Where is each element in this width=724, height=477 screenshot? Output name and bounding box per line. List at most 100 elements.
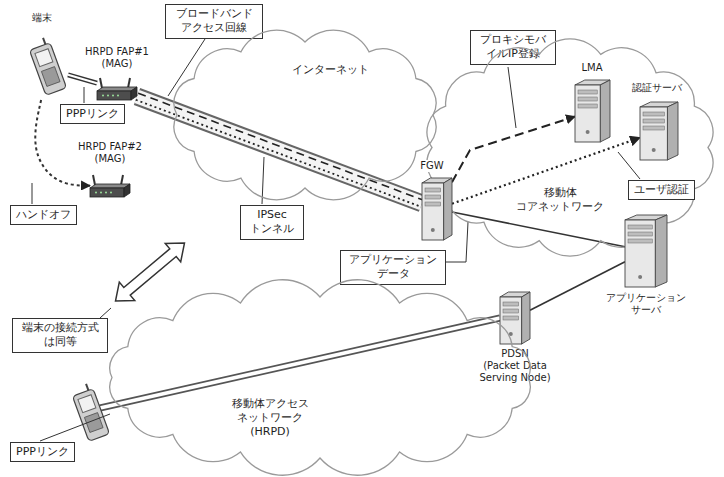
server-side xyxy=(522,292,530,344)
phone-screen xyxy=(35,49,53,67)
node-label: 端末 xyxy=(31,12,53,24)
router-led xyxy=(105,192,107,194)
node-text: 認証サーバ xyxy=(632,82,682,94)
node-text: アプリケーション サーバ xyxy=(596,292,696,316)
server-node: 認証サーバ xyxy=(640,102,678,160)
node-label: HRPD FAP#1 (MAG) xyxy=(79,46,155,70)
server-bay xyxy=(578,104,597,108)
router-antenna xyxy=(100,78,102,88)
server-node: LMA xyxy=(575,80,610,142)
node-text: ブロードバンド アクセス回線 xyxy=(171,7,257,36)
router-side xyxy=(131,87,137,100)
leader-line xyxy=(32,183,33,204)
callout-box: IPSec トンネル xyxy=(240,205,304,240)
server-icon xyxy=(640,102,678,160)
node-label: アプリケーション サーバ xyxy=(595,292,697,316)
node-label: PDSN(Packet Data Serving Node) xyxy=(464,348,566,384)
callout-box: PPPリンク xyxy=(60,104,125,124)
server-bay xyxy=(578,90,597,94)
server-front xyxy=(575,85,600,142)
network-cloud: インターネット xyxy=(165,30,445,200)
node-text: プロキシモバ イルIP登録 xyxy=(476,33,550,62)
cloud-outline xyxy=(427,39,713,256)
server-side xyxy=(600,80,610,142)
node-text: 移動体 コアネットワーク xyxy=(508,186,612,214)
node-text: 移動体アクセス ネットワーク (HRPD) xyxy=(223,397,318,438)
server-bay xyxy=(628,225,652,229)
node-text: インターネット xyxy=(292,63,369,77)
server-bay xyxy=(425,195,441,199)
server-icon xyxy=(500,292,530,344)
callout-box: プロキシモバ イルIP登録 xyxy=(470,30,556,65)
node-label: HRPD FAP#2 (MAG) xyxy=(72,141,148,165)
phone-antenna xyxy=(86,384,88,391)
node-text: ハンドオフ xyxy=(16,208,71,222)
phone-drawing xyxy=(27,36,66,95)
leader-line xyxy=(168,39,205,96)
access-line-outer xyxy=(100,318,500,408)
ppp-link-line xyxy=(68,75,97,83)
server-node: FGW xyxy=(422,178,452,240)
node-label: 移動体 コアネットワーク xyxy=(506,186,614,214)
node-text: HRPD FAP#1 (MAG) xyxy=(80,46,154,70)
server-bay xyxy=(628,239,652,243)
ipsec-tunnel xyxy=(137,97,422,204)
leader-lines xyxy=(32,39,640,441)
connector xyxy=(136,93,423,206)
cloud-icon xyxy=(100,285,540,470)
node-label: 移動体アクセス ネットワーク (HRPD) xyxy=(221,397,320,438)
router-led xyxy=(112,95,114,97)
server-bay xyxy=(628,232,652,236)
server-bay xyxy=(425,188,441,192)
server-bay xyxy=(425,202,441,206)
connector xyxy=(452,117,575,183)
leader-line xyxy=(84,87,85,103)
cloud-outline xyxy=(110,280,531,476)
cloud-outline xyxy=(174,30,436,200)
broadband-line xyxy=(137,97,422,204)
node-text: PDSN xyxy=(465,348,565,360)
server-node: PDSN(Packet Data Serving Node) xyxy=(500,292,530,344)
server-side xyxy=(667,102,678,160)
phone-antenna xyxy=(43,38,45,45)
leader-line xyxy=(100,308,111,318)
server-button xyxy=(586,130,590,134)
server-icon xyxy=(422,178,452,240)
terminal-node: 端末 xyxy=(28,38,68,100)
server-bay xyxy=(503,309,519,313)
node-label: LMA xyxy=(580,62,603,74)
router-led xyxy=(102,95,104,97)
server-bay xyxy=(643,112,664,116)
router-top xyxy=(90,184,130,188)
network-cloud: 移動体 コアネットワーク LMA 認証サーバ xyxy=(420,40,720,255)
router-icon xyxy=(90,175,130,197)
callout-box: ユーザ認証 xyxy=(628,180,695,200)
server-node: アプリケーション サーバ xyxy=(625,215,667,287)
router-antenna xyxy=(128,78,130,88)
node-text: アプリケーション データ xyxy=(346,253,440,282)
registration-path xyxy=(138,93,423,200)
server-icon xyxy=(575,80,610,142)
router-led xyxy=(107,95,109,97)
callout-box: 端末の接続方式 は同等 xyxy=(12,318,108,353)
leader-line xyxy=(618,152,640,179)
server-bay xyxy=(503,302,519,306)
callout-box: PPPリンク xyxy=(10,442,75,462)
server-bay xyxy=(643,126,664,130)
node-label: 認証サーバ xyxy=(631,82,683,94)
router-antenna xyxy=(93,175,95,185)
server-button xyxy=(638,275,642,279)
access-line-inner xyxy=(100,318,500,408)
node-text: FGW xyxy=(420,160,443,172)
server-button xyxy=(652,148,656,152)
leader-line xyxy=(40,414,110,441)
access-line xyxy=(100,318,500,408)
server-front xyxy=(640,107,667,160)
phone-body xyxy=(29,43,66,96)
node-text: 端末 xyxy=(32,12,52,24)
leader-line xyxy=(508,67,516,128)
router-body xyxy=(97,91,131,100)
node-text: PPPリンク xyxy=(66,107,119,121)
femto-ap-node: HRPD FAP#2 (MAG) xyxy=(90,175,130,197)
router-led xyxy=(95,192,97,194)
